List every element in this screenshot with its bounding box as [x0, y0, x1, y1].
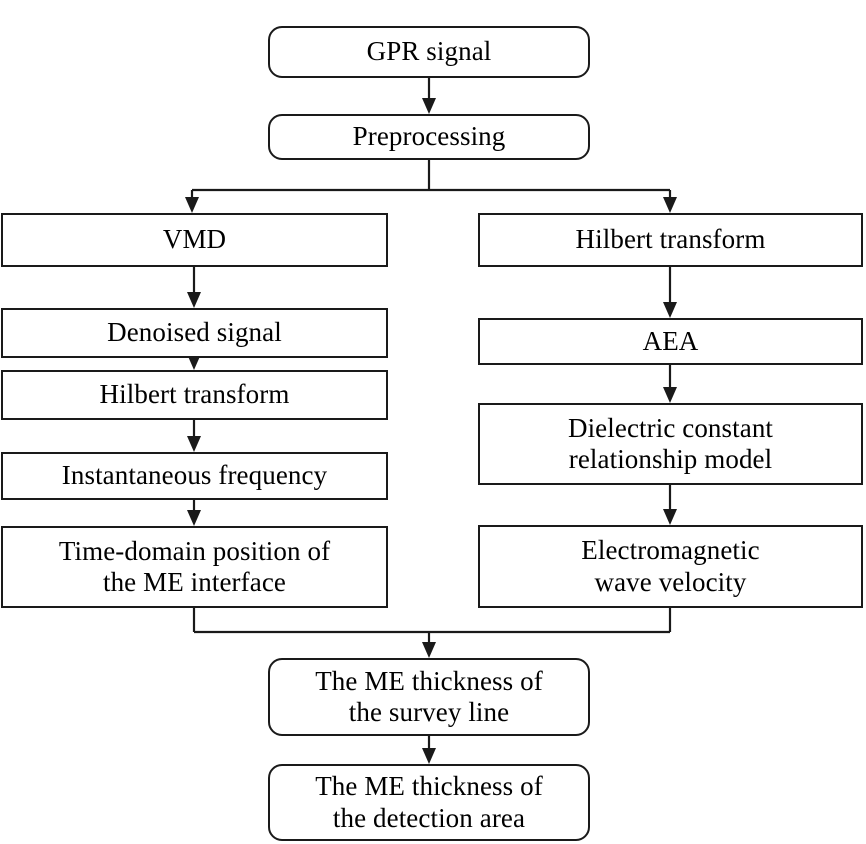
node-instantaneous-frequency[interactable]: Instantaneous frequency [1, 452, 388, 500]
edge-merge-to-survey-line [192, 608, 672, 658]
edge-preprocessing-split [185, 160, 677, 213]
node-preprocessing[interactable]: Preprocessing [268, 114, 590, 160]
edge-vmd-to-denoised [187, 267, 201, 308]
node-dielectric-constant-model[interactable]: Dielectric constant relationship model [478, 403, 863, 485]
edge-hilbert-to-instantaneous [187, 420, 201, 452]
node-me-thickness-survey-line[interactable]: The ME thickness of the survey line [268, 658, 590, 736]
edge-gpr-to-preprocessing [422, 78, 436, 114]
edge-instantaneous-to-timedomain [187, 500, 201, 526]
node-hilbert-transform-left[interactable]: Hilbert transform [1, 370, 388, 420]
node-me-thickness-detection-area[interactable]: The ME thickness of the detection area [268, 764, 590, 841]
node-electromagnetic-wave-velocity[interactable]: Electromagnetic wave velocity [478, 525, 863, 608]
node-hilbert-transform-right[interactable]: Hilbert transform [478, 213, 863, 267]
edge-survey-to-detection [422, 736, 436, 764]
node-denoised-signal[interactable]: Denoised signal [1, 308, 388, 358]
edge-hilbert-right-to-aea [663, 267, 677, 318]
node-time-domain-position[interactable]: Time-domain position of the ME interface [1, 526, 388, 608]
edge-dielectric-to-emwave [663, 485, 677, 525]
node-gpr-signal[interactable]: GPR signal [268, 26, 590, 78]
edge-aea-to-dielectric [663, 365, 677, 403]
node-aea[interactable]: AEA [478, 318, 863, 365]
node-vmd[interactable]: VMD [1, 213, 388, 267]
